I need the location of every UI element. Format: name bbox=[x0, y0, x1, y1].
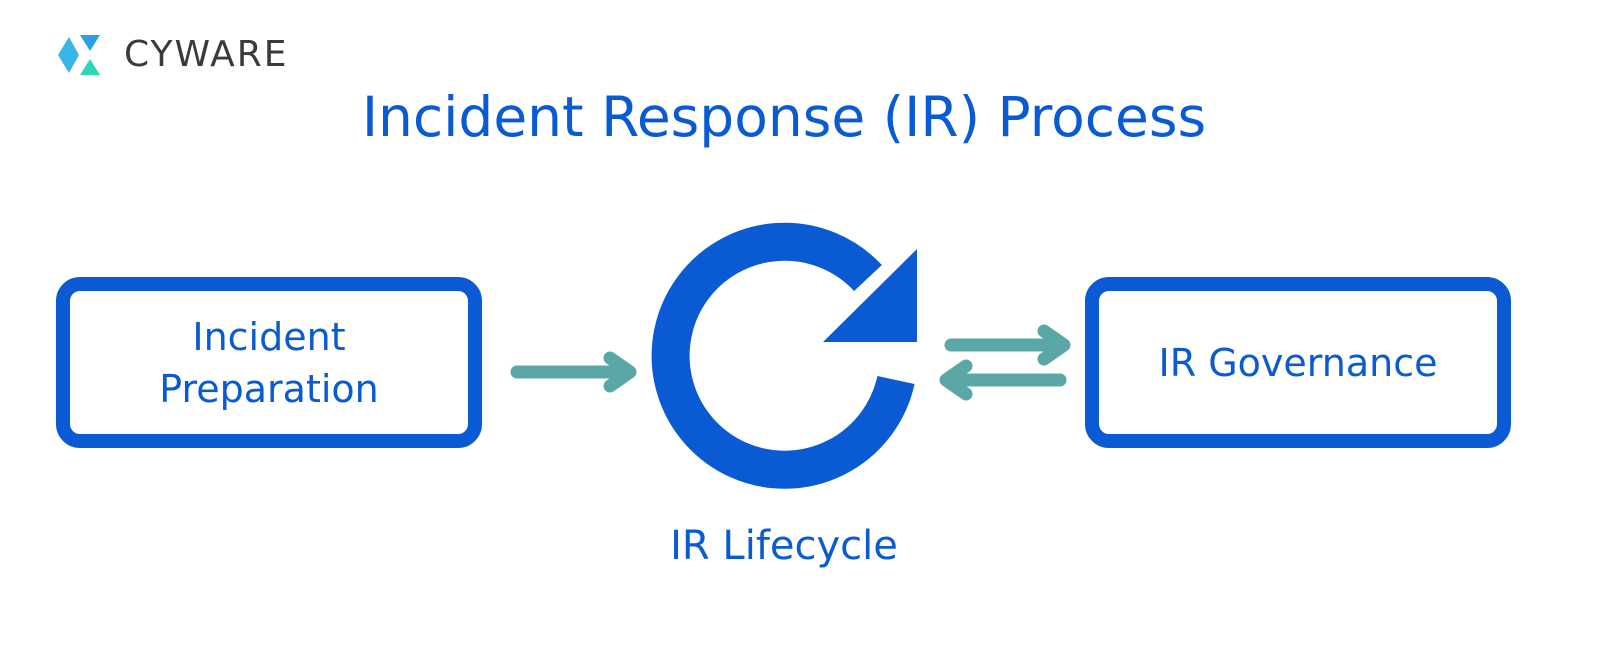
arrow-governance-to-lifecycle bbox=[939, 359, 1067, 401]
node-label-incident-preparation: Incident Preparation bbox=[159, 314, 379, 411]
arrow-lifecycle-to-governance bbox=[944, 324, 1071, 366]
cyware-logo-icon bbox=[58, 35, 100, 75]
diagram-title: Incident Response (IR) Process bbox=[361, 85, 1207, 149]
node-incident-preparation: Incident Preparation bbox=[56, 277, 482, 448]
cycle-refresh-icon bbox=[651, 222, 917, 489]
node-label-ir-lifecycle: IR Lifecycle bbox=[670, 523, 898, 569]
node-label-ir-governance: IR Governance bbox=[1158, 340, 1438, 385]
cyware-logo: CYWARE bbox=[56, 33, 289, 77]
arrow-preparation-to-lifecycle bbox=[510, 351, 637, 393]
node-ir-governance: IR Governance bbox=[1085, 277, 1511, 448]
logo-wordmark: CYWARE bbox=[124, 34, 289, 75]
